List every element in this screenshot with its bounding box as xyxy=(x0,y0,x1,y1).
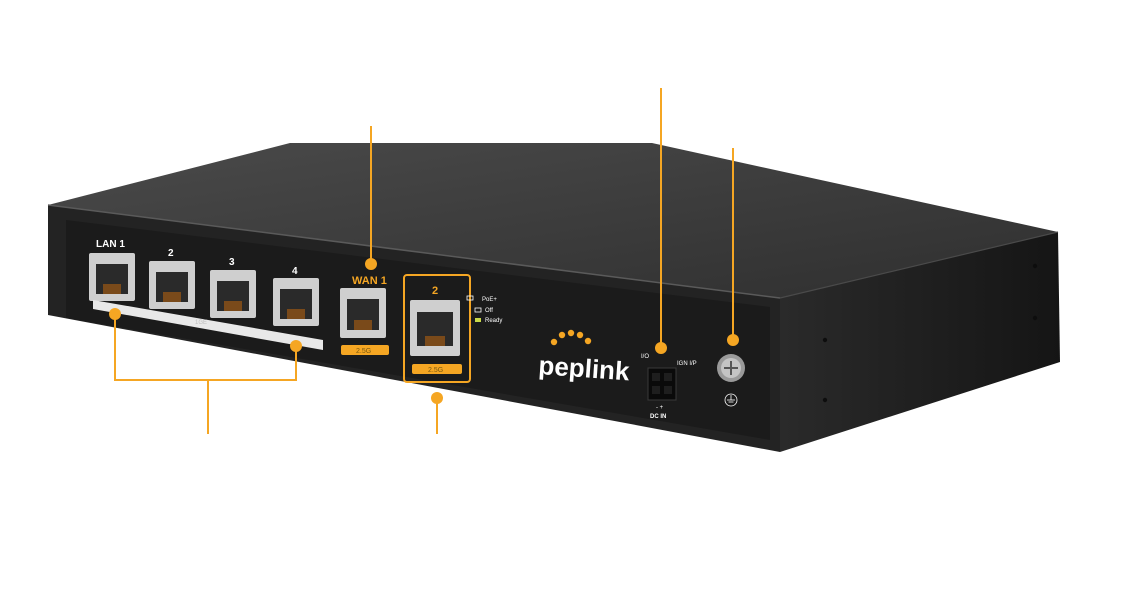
ground-symbol-icon xyxy=(724,393,738,407)
router-side-edge xyxy=(779,231,1059,299)
lan-port-label: LAN 1 xyxy=(96,239,125,250)
lan-speed-bar xyxy=(93,300,323,350)
poe-icon xyxy=(466,295,474,301)
peplink-logo: peplink xyxy=(538,329,631,386)
ign-label: IGN I/P xyxy=(677,361,697,367)
poe-off-indicator xyxy=(474,307,482,313)
wan1-speed-text: 2.5G xyxy=(356,348,371,355)
lan-ports: LAN 1 2 3 4 1GE xyxy=(89,239,323,350)
poe-ready-label: Ready xyxy=(485,318,502,324)
router-top-edge xyxy=(47,204,781,299)
power-io-section: I/O IGN I/P - + DC IN xyxy=(641,354,697,420)
dc-in-connector[interactable] xyxy=(647,367,677,401)
side-screw-hole xyxy=(822,397,828,403)
callout-dot-lan-4 xyxy=(290,340,302,352)
callout-lan xyxy=(114,314,297,381)
wan1-port[interactable] xyxy=(340,288,386,338)
lan-port-label: 2 xyxy=(168,248,174,259)
wan1-speed-bar xyxy=(341,345,389,355)
router-top-surface xyxy=(48,143,1058,298)
poe-legend: PoE+ Off Ready xyxy=(466,295,502,324)
brand-wordmark: peplink xyxy=(538,350,631,386)
wan2-label: 2 xyxy=(432,285,438,297)
wan1-port-group: WAN 1 2.5G xyxy=(340,275,389,355)
wan2-port[interactable] xyxy=(410,300,460,356)
callout-dot-io xyxy=(655,342,667,354)
callout-dot-ground xyxy=(727,334,739,346)
router-body xyxy=(47,143,1060,452)
callout-dot-wan1 xyxy=(365,258,377,270)
dc-in-label: DC IN xyxy=(650,414,666,420)
poe-title: PoE+ xyxy=(482,297,497,303)
ground-terminal xyxy=(717,354,745,407)
poe-off-label: Off xyxy=(485,308,493,314)
lan-port-2[interactable] xyxy=(149,261,195,309)
wan2-port-group: 2 2.5G xyxy=(403,274,471,383)
dc-polarity: - + xyxy=(656,405,664,411)
ground-screw[interactable] xyxy=(717,354,745,382)
wan1-label: WAN 1 xyxy=(352,275,387,287)
poe-ready-indicator xyxy=(475,318,481,322)
callout-dots xyxy=(109,258,739,404)
wan2-speed-text: 2.5G xyxy=(428,367,443,374)
peplink-dots-logo-icon xyxy=(550,329,592,346)
side-screw-hole xyxy=(1032,315,1038,321)
power-connector-icon xyxy=(647,367,677,401)
lan-port-label: 4 xyxy=(292,266,298,277)
side-screw-hole xyxy=(1032,263,1038,269)
lan-port-1[interactable] xyxy=(89,253,135,301)
router-side-face xyxy=(780,232,1060,452)
io-label: I/O xyxy=(641,354,649,360)
wan2-speed-bar xyxy=(412,364,462,374)
lan-speed-bar-text: 1GE xyxy=(195,320,207,326)
callouts xyxy=(114,88,734,434)
callout-dot-lan-1 xyxy=(109,308,121,320)
lan-port-3[interactable] xyxy=(210,270,256,318)
callout-dot-wan2 xyxy=(431,392,443,404)
lan-port-label: 3 xyxy=(229,257,235,268)
side-screw-hole xyxy=(822,337,828,343)
wan2-highlight-box xyxy=(403,274,471,383)
lan-port-4[interactable] xyxy=(273,278,319,326)
